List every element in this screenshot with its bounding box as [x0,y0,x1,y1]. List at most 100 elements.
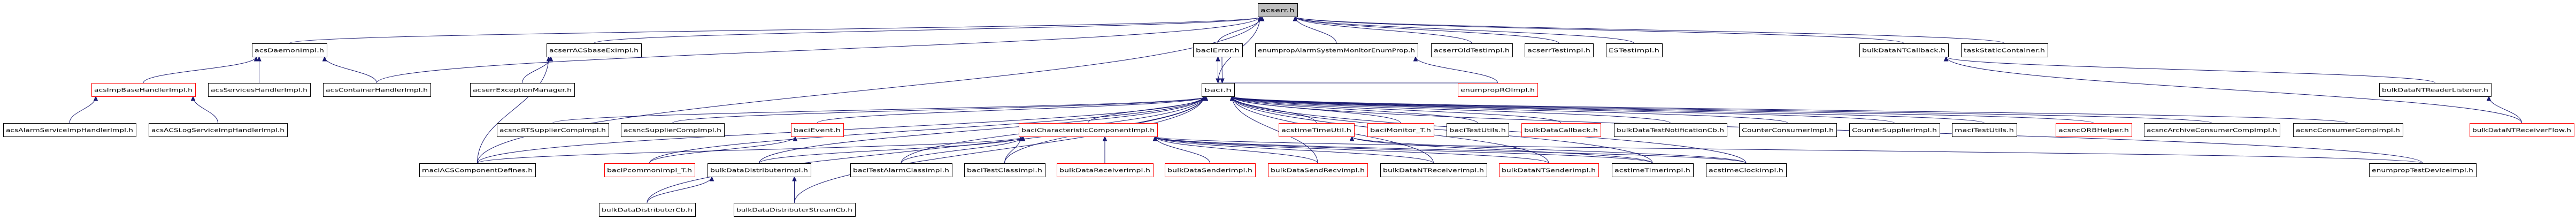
edge-acsAlarmServiceImpHandlerImpl-to-acsImpBaseHandlerImpl [69,96,96,124]
edge-maciTestUtils-to-baci [1232,96,1985,124]
node-box [1458,83,1538,97]
graph-node-acsContainerHandlerImpl[interactable]: acsContainerHandlerImpl.h [323,83,431,97]
arrowhead-icon [1943,56,1949,62]
node-label: baciTestClassImpl.h [967,168,1042,174]
graph-node-baciTestClassImpl[interactable]: baciTestClassImpl.h [964,163,1045,177]
arrowhead-icon [1349,135,1355,141]
node-box [604,163,695,177]
arrowhead-icon [793,135,798,141]
graph-node-maciTestUtils[interactable]: maciTestUtils.h [1952,123,2017,137]
node-box [1739,123,1837,137]
node-label: baciPcommonImpl_T.h [607,168,692,174]
graph-node-baciPcommonImpl_T[interactable]: baciPcommonImpl_T.h [604,163,695,177]
graph-node-bulkDataTestNotificationCb[interactable]: bulkDataTestNotificationCb.h [1614,123,1727,137]
graph-node-bulkDataNTReaderListener[interactable]: bulkDataNTReaderListener.h [2379,83,2492,97]
graph-node-CounterConsumerImpl[interactable]: CounterConsumerImpl.h [1739,123,1837,137]
graph-node-acsncConsumerCompImpl[interactable]: acsncConsumerCompImpl.h [2293,123,2403,137]
arrowhead-icon [1293,16,1298,21]
graph-node-bulkDataSendRecvImpl[interactable]: bulkDataSendRecvImpl.h [1268,163,1368,177]
edge-taskStaticContainer-to-acserr [1295,16,2005,44]
node-label: acserrTestImpl.h [1527,48,1590,54]
node-box [1193,43,1243,57]
edge-acsncArchiveConsumerCompImpl-to-baci [1232,96,2212,124]
graph-node-bulkDataReceiverImpl[interactable]: bulkDataReceiverImpl.h [1057,163,1154,177]
edge-bulkDataNTReaderListener-to-bulkDataNTCallback [1946,56,2435,84]
node-box [2056,123,2132,137]
graph-node-acsncSupplierCompImpl[interactable]: acsncSupplierCompImpl.h [621,123,725,137]
graph-node-acserrOldTestImpl[interactable]: acserrOldTestImpl.h [1431,43,1513,57]
graph-node-enumpropROImpl[interactable]: enumpropROImpl.h [1458,83,1538,97]
graph-node-acserrExceptionManager[interactable]: acserrExceptionManager.h [470,83,575,97]
graph-node-baci[interactable]: baci.h [1202,83,1235,97]
edge-acsACSLogServiceImpHandlerImpl-to-acsImpBaseHandlerImpl [193,96,218,124]
graph-node-acsncRTSupplierCompImpl[interactable]: acsncRTSupplierCompImpl.h [497,123,609,137]
edge-bulkDataDistributerStreamCb-to-baci [794,96,1204,203]
graph-node-acsDaemonImpl[interactable]: acsDaemonImpl.h [252,43,327,57]
node-label: bulkDataNTReceiverImpl.h [1383,168,1484,174]
graph-node-baciEvent[interactable]: baciEvent.h [791,123,844,137]
node-label: taskStaticContainer.h [1964,48,2045,54]
node-box [2293,123,2403,137]
edge-enumpropROImpl-to-enumpropAlarm [1415,56,1498,84]
graph-node-bulkDataNTCallback[interactable]: bulkDataNTCallback.h [1859,43,1949,57]
graph-node-baciError[interactable]: baciError.h [1193,43,1243,57]
node-box [547,43,642,57]
arrowhead-icon [709,176,714,181]
node-box [1202,83,1235,97]
edge-acstimeClockImpl-to-acstimeTimeUtil [1351,136,1747,164]
node-box [1447,123,1509,137]
graph-node-acstimeTimeUtil[interactable]: acstimeTimeUtil.h [1279,123,1355,137]
graph-node-ESTestImpl[interactable]: ESTestImpl.h [1606,43,1663,57]
edge-acserrOldTestImpl-to-acserr [1295,16,1472,44]
graph-node-bulkDataCallback[interactable]: bulkDataCallback.h [1521,123,1601,137]
node-box [1859,43,1949,57]
graph-node-acsServicesHandlerImpl[interactable]: acsServicesHandlerImpl.h [208,83,311,97]
graph-node-acserrACSbaseExImpl[interactable]: acserrACSbaseExImpl.h [547,43,642,57]
node-box [1525,43,1594,57]
graph-node-baciTestUtils[interactable]: baciTestUtils.h [1447,123,1509,137]
graph-node-enumpropTestDeviceImpl[interactable]: enumpropTestDeviceImpl.h [2369,163,2477,177]
graph-node-acstimeClockImpl[interactable]: acstimeClockImpl.h [1706,163,1787,177]
graph-node-bulkDataNTReceiverImpl[interactable]: bulkDataNTReceiverImpl.h [1380,163,1487,177]
node-box [1380,163,1487,177]
graph-node-bulkDataDistributerImpl[interactable]: bulkDataDistributerImpl.h [708,163,811,177]
node-box [91,83,196,97]
graph-node-acsImpBaseHandlerImpl[interactable]: acsImpBaseHandlerImpl.h [91,83,196,97]
graph-node-CounterSupplierImpl[interactable]: CounterSupplierImpl.h [1849,123,1940,137]
edge-enumpropAlarm-to-acserr [1295,16,1337,44]
graph-node-baciTestAlarmClassImpl[interactable]: baciTestAlarmClassImpl.h [850,163,952,177]
edge-bulkDataSendRecvImpl-to-baci [1232,96,1318,164]
graph-node-acstimeTimerImpl[interactable]: acstimeTimerImpl.h [1612,163,1694,177]
node-box [1279,123,1355,137]
graph-node-bulkDataDistributerCb[interactable]: bulkDataDistributerCb.h [599,203,696,217]
graph-node-baciCharacteristicComponentImpl[interactable]: baciCharacteristicComponentImpl.h [1019,123,1158,137]
node-label: baciCharacteristicComponentImpl.h [1021,128,1155,134]
node-box [1606,43,1663,57]
node-box [1961,43,2048,57]
graph-node-acsAlarmServiceImpHandlerImpl[interactable]: acsAlarmServiceImpHandlerImpl.h [3,123,136,137]
graph-node-bulkDataNTReceiverFlow[interactable]: bulkDataNTReceiverFlow.h [2470,123,2574,137]
node-box [1165,163,1256,177]
graph-node-bulkDataNTSenderImpl[interactable]: bulkDataNTSenderImpl.h [1499,163,1599,177]
graph-node-baciMonitor_T[interactable]: baciMonitor_T.h [1367,123,1434,137]
graph-node-bulkDataDistributerStreamCb[interactable]: bulkDataDistributerStreamCb.h [734,203,856,217]
node-box [419,163,536,177]
graph-node-maciACSComponentDefines[interactable]: maciACSComponentDefines.h [419,163,536,177]
node-box [323,83,431,97]
node-box [2369,163,2477,177]
arrowhead-icon [1216,56,1220,62]
node-label: bulkDataNTCallback.h [1862,48,1946,54]
node-label: acstimeClockImpl.h [1709,168,1783,174]
edge-bulkDataSenderImpl-to-baciCharacteristicComponentImpl [1155,136,1210,164]
graph-node-acsncArchiveConsumerCompImpl[interactable]: acsncArchiveConsumerCompImpl.h [2144,123,2280,137]
edge-acstimeTimerImpl-to-baciCharacteristicComponentImpl [1155,136,1653,164]
edge-acserrTestImpl-to-acserr [1295,16,1559,44]
graph-node-acsncORBHelper[interactable]: acsncORBHelper.h [2056,123,2132,137]
graph-node-acserrTestImpl[interactable]: acserrTestImpl.h [1525,43,1594,57]
graph-node-enumpropAlarm[interactable]: enumpropAlarmSystemMonitorEnumProp.h [1255,43,1418,57]
graph-node-acsACSLogServiceImpHandlerImpl[interactable]: acsACSLogServiceImpHandlerImpl.h [149,123,288,137]
node-box [1367,123,1434,137]
graph-node-taskStaticContainer[interactable]: taskStaticContainer.h [1961,43,2048,57]
graph-node-bulkDataSenderImpl[interactable]: bulkDataSenderImpl.h [1165,163,1256,177]
